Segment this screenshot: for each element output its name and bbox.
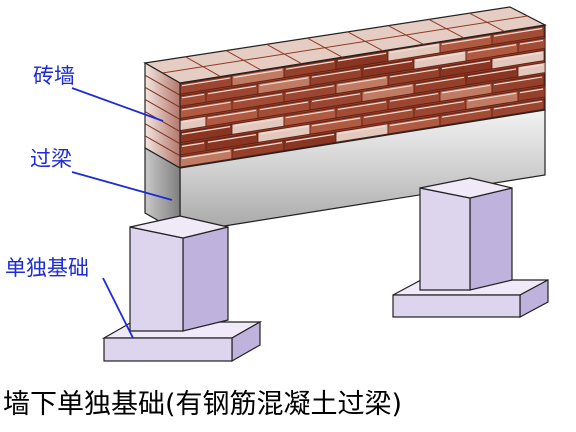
brick-highlight xyxy=(181,142,205,147)
brick-highlight xyxy=(519,64,544,69)
brick-highlight xyxy=(181,150,231,160)
brick-highlight xyxy=(415,76,465,86)
brick-highlight xyxy=(285,133,335,143)
brick-highlight xyxy=(389,117,439,127)
right-pier-top xyxy=(419,177,513,199)
brick-highlight xyxy=(363,84,413,94)
brick-highlight xyxy=(311,117,361,127)
brick-highlight xyxy=(415,52,465,62)
brick-highlight xyxy=(363,60,413,70)
brick-highlight xyxy=(337,125,387,135)
brick-highlight xyxy=(181,126,231,135)
brick-highlight xyxy=(389,68,439,78)
brick-highlight xyxy=(181,101,231,111)
brick-highlight xyxy=(519,39,544,45)
lintel-label: 过梁 xyxy=(30,147,72,171)
brick-highlight xyxy=(207,109,257,119)
brick-highlight xyxy=(389,44,439,54)
brick-highlight xyxy=(415,100,465,110)
brick-highlight xyxy=(467,44,517,53)
brick-highlight xyxy=(181,77,231,87)
brick-highlight xyxy=(519,88,544,94)
leader-lines xyxy=(71,87,173,339)
brick-highlight xyxy=(493,100,543,110)
brick-highlight xyxy=(467,92,517,102)
footing-leader xyxy=(102,277,134,339)
brick-highlight xyxy=(233,117,283,127)
brick-wall-label: 砖墙 xyxy=(33,64,75,88)
brick-highlight xyxy=(181,118,205,123)
brick-highlight xyxy=(233,142,283,151)
brick-highlight xyxy=(493,52,543,61)
brick-highlight xyxy=(493,27,543,37)
right-footing-base-front xyxy=(392,294,521,318)
right-isolated-footing xyxy=(392,177,549,319)
brick-highlight xyxy=(181,93,205,99)
brick-end-joint xyxy=(144,74,181,96)
brick-end-joints xyxy=(144,74,181,157)
brick-top-joint xyxy=(162,15,528,74)
left-isolated-footing xyxy=(101,215,263,363)
brick-end-joint xyxy=(144,135,181,157)
brick-highlight xyxy=(337,101,387,111)
brick-highlight xyxy=(493,76,543,86)
brick-highlight xyxy=(311,93,361,103)
brick-top-joints xyxy=(162,12,528,77)
brick-wall xyxy=(143,6,547,170)
brick-highlight xyxy=(285,109,335,119)
isolated-footing-label: 单独基础 xyxy=(5,256,89,280)
brick-highlight xyxy=(259,101,309,111)
diagram-caption: 墙下单独基础(有钢筋混凝土过梁) xyxy=(3,389,402,420)
brick-highlight xyxy=(311,68,361,78)
brick-highlight xyxy=(337,52,387,62)
left-pier-side xyxy=(182,226,229,332)
brick-highlight xyxy=(363,109,413,119)
right-pier-side xyxy=(469,187,513,291)
left-footing-base-front xyxy=(103,337,233,362)
brick-highlight xyxy=(207,85,257,95)
brick-highlight xyxy=(441,108,491,118)
right-pier-front xyxy=(419,187,471,291)
left-pier-front xyxy=(129,226,184,332)
brick-end-joint xyxy=(144,98,181,120)
brick-highlight xyxy=(389,92,439,102)
left-pier-top xyxy=(129,215,229,239)
brick-courses xyxy=(179,25,546,168)
brick-highlight xyxy=(441,60,491,70)
brick-end-joint xyxy=(144,86,181,108)
brick-highlight xyxy=(259,125,309,135)
brick-highlight xyxy=(233,69,283,79)
brick-end-joint xyxy=(144,123,181,145)
brick-wall-leader xyxy=(71,87,164,122)
brick-highlight xyxy=(467,68,517,78)
lintel-leader xyxy=(71,171,173,201)
brick-highlight xyxy=(259,77,309,87)
lintel-beam xyxy=(144,109,546,235)
brick-highlight xyxy=(207,134,257,143)
brick-highlight xyxy=(233,93,283,103)
brick-highlight xyxy=(441,84,491,94)
brick-highlight xyxy=(337,76,387,86)
brick-highlight xyxy=(285,85,335,95)
brick-highlight xyxy=(441,36,491,45)
brick-highlight xyxy=(285,60,335,70)
